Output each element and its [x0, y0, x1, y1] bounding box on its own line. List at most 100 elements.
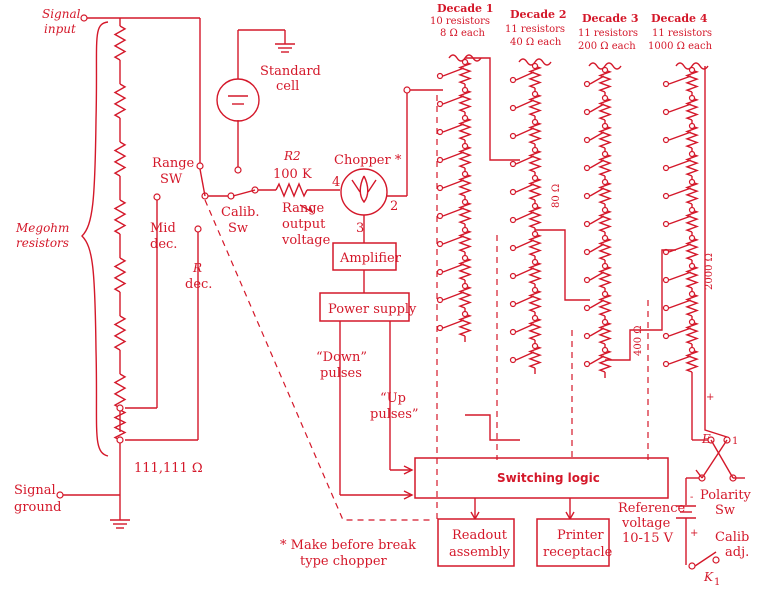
decade-tap-wire — [515, 99, 535, 109]
decade2-value: 40 Ω each — [510, 37, 562, 48]
decade-tap — [662, 304, 670, 312]
decade-node — [601, 122, 609, 130]
decade-resistor — [684, 153, 700, 177]
decade-brace — [518, 58, 552, 66]
decade-node — [461, 170, 469, 178]
decade-tap-wire — [515, 183, 535, 193]
calib-adj-label-1: Calib — [715, 530, 749, 545]
decade-tap-wire — [442, 319, 465, 329]
decade-tap-wire — [668, 355, 692, 365]
decade-node — [531, 118, 539, 126]
decade1-to-decade2 — [465, 57, 520, 161]
amplifier-box — [332, 242, 397, 271]
signal-input-terminal — [80, 14, 200, 22]
decade-resistor — [457, 201, 473, 225]
megohm-resistor — [113, 199, 127, 235]
decade-resistor — [597, 237, 613, 261]
decade-resistor — [527, 289, 543, 313]
decade-resistor — [457, 145, 473, 169]
megohm-resistor-bottom — [113, 409, 127, 441]
decade-tap-wire — [589, 75, 605, 85]
decade-tap — [509, 216, 517, 224]
decade-tap-wire — [668, 327, 692, 337]
decade2-title: Decade 2 — [510, 8, 567, 21]
megohm-label-1: Megohm — [15, 221, 69, 235]
ref-top-wire — [695, 469, 703, 479]
calib-sw-label-1: Calib. — [221, 205, 259, 220]
decade-resistor — [457, 285, 473, 309]
mid-dec-label-2: dec. — [150, 237, 177, 252]
decade-tap — [436, 72, 444, 80]
decade-tap — [583, 164, 591, 172]
decade-resistor — [527, 121, 543, 145]
decade-node — [461, 142, 469, 150]
decade-tap — [436, 100, 444, 108]
e-label: E — [701, 432, 711, 446]
range-output-label-1: Range — [282, 201, 325, 216]
decade-node — [461, 114, 469, 122]
decade-tap-wire — [442, 95, 465, 105]
decade-node — [531, 342, 539, 350]
decade-tap-wire — [515, 239, 535, 249]
readout-assembly-box — [437, 518, 515, 567]
chopper-reed — [359, 175, 369, 204]
decade-tap — [509, 132, 517, 140]
decade-tap-wire — [668, 159, 692, 169]
decade-node — [601, 66, 609, 74]
decade-tap — [436, 156, 444, 164]
decade-tap — [662, 220, 670, 228]
decade-tap — [509, 160, 517, 168]
polarity-label-2: Sw — [715, 503, 735, 518]
decade-tap — [583, 276, 591, 284]
decade-node — [688, 94, 696, 102]
decade-tap-wire — [442, 207, 465, 217]
signal-input-label-2: input — [44, 22, 76, 36]
reference-label-2: voltage — [621, 516, 671, 531]
decade-node — [688, 290, 696, 298]
decade-tap — [583, 248, 591, 256]
decade-node — [461, 58, 469, 66]
decade-resistor — [597, 349, 613, 373]
decade4-value: 1000 Ω each — [648, 41, 713, 52]
decade-tap — [436, 184, 444, 192]
decade-resistor — [597, 125, 613, 149]
r2-resistor — [275, 182, 308, 198]
decade-tap — [509, 76, 517, 84]
decade-resistor — [457, 117, 473, 141]
decade-tap-wire — [515, 323, 535, 333]
r-dec-label-2: dec. — [185, 277, 212, 292]
chopper-junction — [403, 86, 411, 94]
up-pulses-arrow — [403, 465, 414, 475]
decade-tap — [509, 104, 517, 112]
decade-brace — [675, 62, 709, 70]
k1-subscript: 1 — [714, 577, 720, 588]
decade-node — [601, 318, 609, 326]
decade-resistor — [597, 153, 613, 177]
decade-tap — [509, 300, 517, 308]
range-sw-contact-mid — [153, 193, 161, 201]
decade-resistor — [597, 321, 613, 345]
decade-resistor — [457, 229, 473, 253]
decade-resistor — [684, 293, 700, 317]
megohm-resistor — [113, 141, 127, 177]
decade-tap-wire — [442, 291, 465, 301]
decade-node — [601, 346, 609, 354]
decade-tap-wire — [442, 263, 465, 273]
decade-tap-wire — [668, 187, 692, 197]
decade-resistor — [527, 205, 543, 229]
decade-tap-wire — [442, 123, 465, 133]
decade-tap-wire — [515, 155, 535, 165]
decade-resistor — [527, 233, 543, 257]
decade-node — [688, 150, 696, 158]
decade-node — [531, 314, 539, 322]
decade-node — [601, 290, 609, 298]
decade-resistor — [684, 349, 700, 373]
decade4-right-rail — [704, 66, 728, 438]
switching-logic-box — [414, 457, 669, 499]
chopper-pin4: 4 — [332, 175, 340, 190]
reference-label-3: 10-15 V — [622, 531, 674, 546]
decade2-count: 11 resistors — [505, 24, 565, 35]
decade-node — [688, 318, 696, 326]
decade-tap-wire — [515, 295, 535, 305]
